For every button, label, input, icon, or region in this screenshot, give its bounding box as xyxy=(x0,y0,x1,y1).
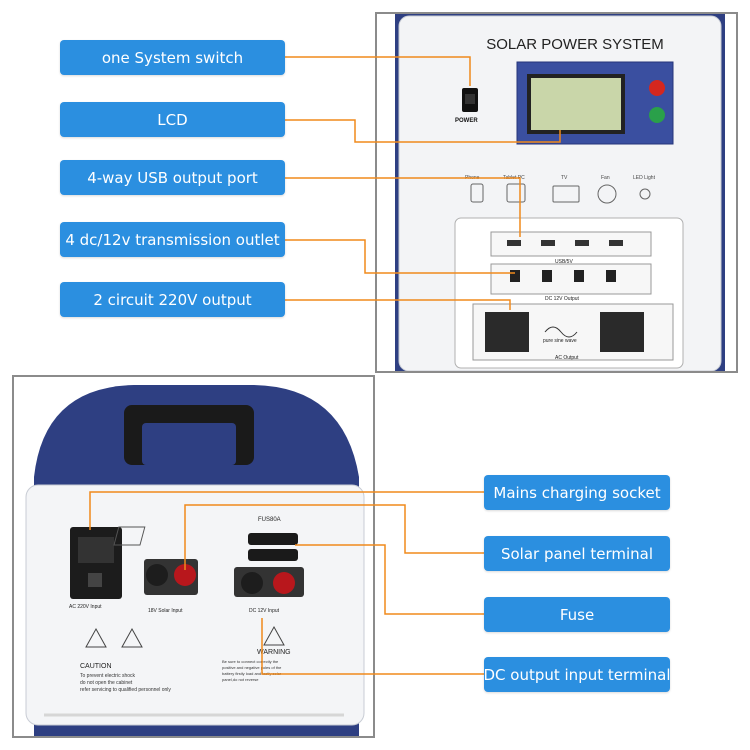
dc-input-label: DC 12V Input xyxy=(249,608,280,614)
back-panel-photo: AC 220V Input 18V Solar Input FUS80A DC … xyxy=(12,375,375,738)
ac-output-label: AC Output xyxy=(555,355,579,361)
fan-icon xyxy=(597,184,617,204)
caution-line-3: refer servicing to qualified personnel o… xyxy=(80,687,171,693)
caution-title: CAUTION xyxy=(80,663,112,670)
front-panel-title: SOLAR POWER SYSTEM xyxy=(486,36,664,53)
green-indicator-light xyxy=(649,107,665,123)
label-mains-socket: Mains charging socket xyxy=(484,475,670,510)
warning-line-4: panel,do not reverse xyxy=(222,677,259,682)
label-fuse: Fuse xyxy=(484,597,670,632)
device-label-phone: Phone xyxy=(465,175,480,181)
warning-title: WARNING xyxy=(257,649,291,656)
label-usb-port: 4-way USB output port xyxy=(60,160,285,195)
dc-positive-terminal xyxy=(273,572,295,594)
warning-line-1: Be sure to connect correctly the xyxy=(222,659,279,664)
fuse-holder-1 xyxy=(248,533,298,545)
ac-input-label: AC 220V Input xyxy=(69,604,102,610)
fuse-holder-2 xyxy=(248,549,298,561)
warning-line-2: positive and negative poles of the xyxy=(222,665,282,670)
led-light-icon xyxy=(639,188,651,200)
device-label-led: LED Light xyxy=(633,175,655,181)
solar-positive-terminal xyxy=(174,564,196,586)
fuse-label: FUS80A xyxy=(258,517,281,523)
front-panel-illustration xyxy=(395,14,725,371)
ac-outlet-left xyxy=(485,312,529,352)
label-system-switch: one System switch xyxy=(60,40,285,75)
solar-input-label: 18V Solar Input xyxy=(148,608,183,614)
caution-line-2: do not open the cabinet xyxy=(80,680,133,686)
usb-label: USB/5V xyxy=(555,259,573,265)
wave-label: pure sine wave xyxy=(543,338,577,344)
solar-negative-terminal xyxy=(146,564,168,586)
sine-wave-icon xyxy=(544,326,578,338)
lcd-screen xyxy=(531,78,621,130)
device-label-fan: Fan xyxy=(601,175,610,181)
device-label-tablet: Tablet PC xyxy=(503,175,525,181)
label-dc-terminal: DC output input terminal xyxy=(483,657,671,692)
label-solar-terminal: Solar panel terminal xyxy=(484,536,670,571)
ac-outlet-right xyxy=(600,312,644,352)
label-ac-output: 2 circuit 220V output xyxy=(60,282,285,317)
front-panel-photo: SOLAR POWER SYSTEM POWER Phone Tablet PC… xyxy=(375,12,738,373)
label-dc-outlet: 4 dc/12v transmission outlet xyxy=(60,222,285,257)
tv-icon xyxy=(552,185,580,203)
dc-negative-terminal xyxy=(241,572,263,594)
dc-output-label: DC 12V Output xyxy=(545,296,579,302)
caution-triangle-icon xyxy=(85,627,107,648)
device-label-tv: TV xyxy=(561,175,568,181)
power-label: POWER xyxy=(455,118,478,124)
red-indicator-light xyxy=(649,80,665,96)
back-panel-illustration xyxy=(14,377,373,736)
warning-line-3: battery firstly load and lastly solar xyxy=(222,671,282,676)
label-lcd: LCD xyxy=(60,102,285,137)
caution-line-1: To prevent electric shock xyxy=(80,673,136,679)
shock-triangle-icon xyxy=(121,627,143,648)
